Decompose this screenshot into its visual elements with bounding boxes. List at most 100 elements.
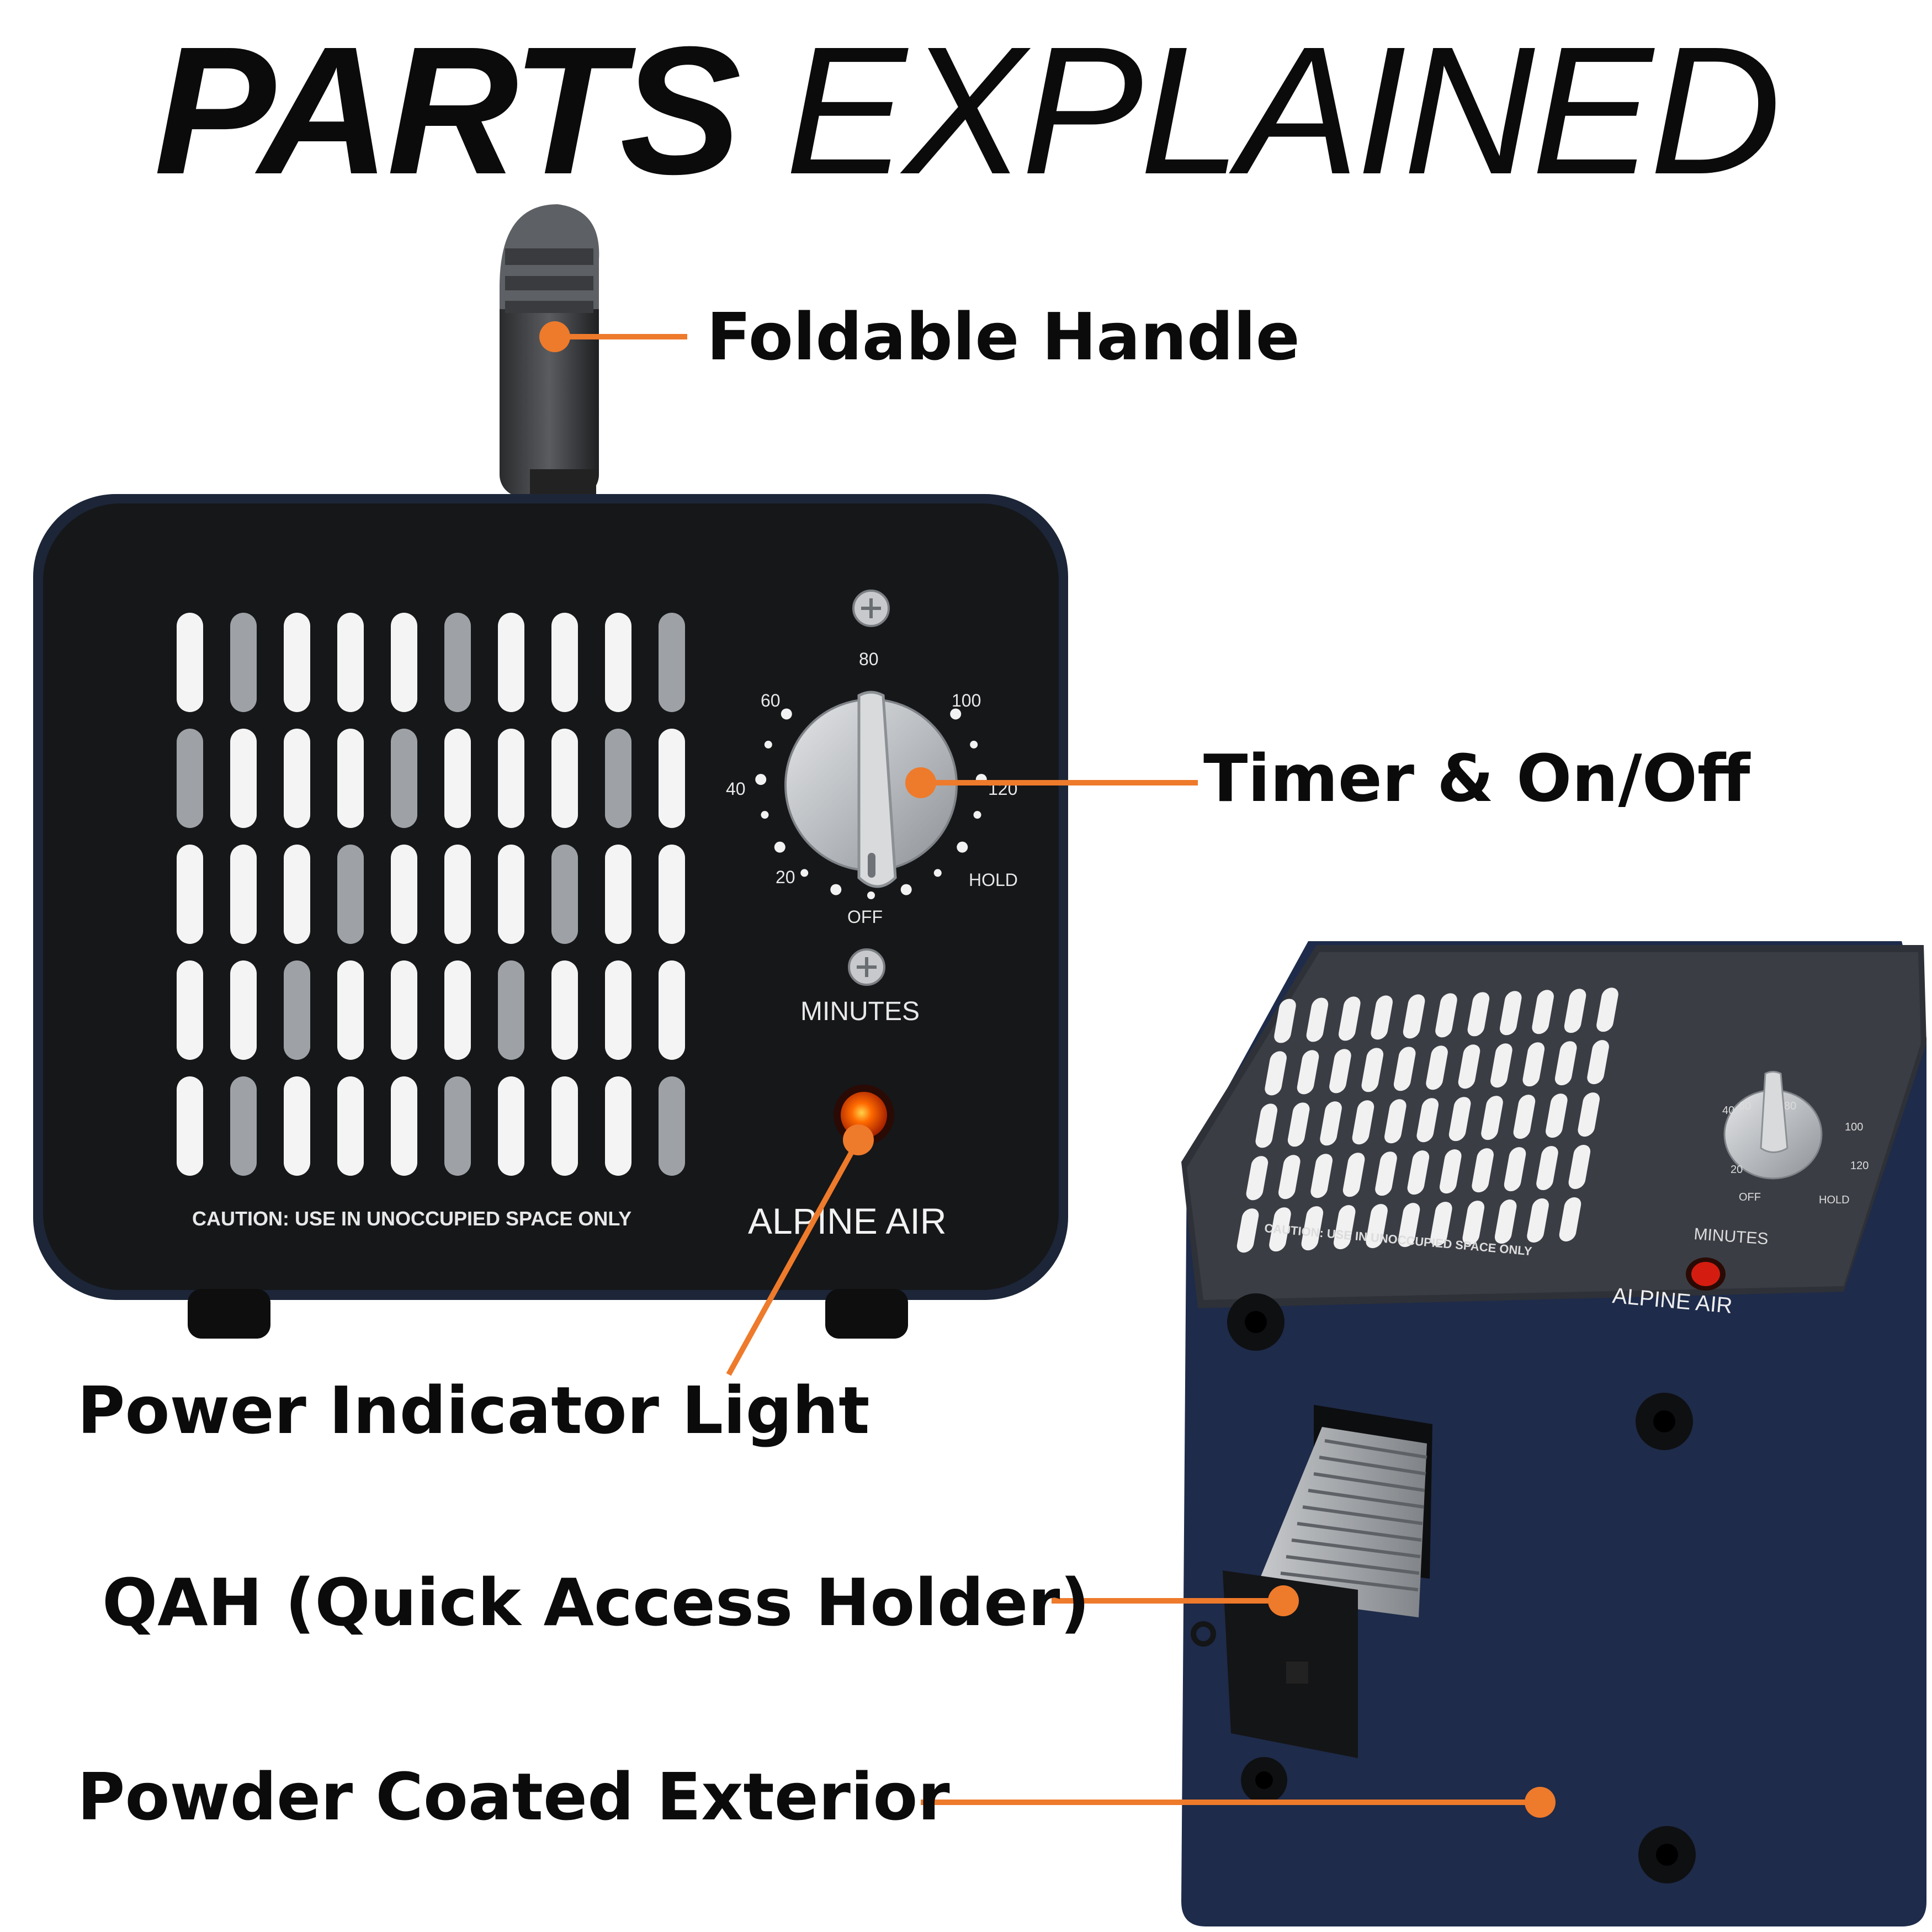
dial-tick-dot [800,869,809,877]
back-grille-slot [1426,1045,1448,1090]
back-grille-slot [1587,1040,1609,1085]
dial-number-100: 100 [952,691,981,710]
minutes-label: MINUTES [800,997,920,1026]
back-grille-slot [1361,1048,1384,1092]
dial-tick-dot [830,884,842,895]
grille-slot [444,613,471,712]
timer-knob-grip [857,691,897,888]
back-grille-slot [1371,995,1393,1040]
back-grille-slot [1403,994,1425,1039]
dial-tick-dot [970,740,978,749]
label-timer-on-off: Timer & On/Off [1203,740,1750,816]
foldable-handle [500,204,599,502]
title-light-word: EXPLAINED [785,8,1781,212]
back-dial-80: 80 [1784,1100,1796,1112]
grille-slot [391,1076,417,1176]
callouts [539,321,1556,1818]
callout-dot-exterior [1525,1787,1556,1818]
back-grille-slot [1462,1201,1485,1245]
quick-access-holder [1191,1405,1432,1758]
grille-slot [177,729,203,828]
back-grille-slot [1329,1049,1351,1094]
back-grille-slot [1448,1097,1471,1142]
page-title: PARTS EXPLAINED [0,11,1932,210]
grille-slot [659,729,685,828]
caution-text: CAUTION: USE IN UNOCCUPIED SPACE ONLY [192,1207,631,1230]
back-grille-slot [1458,1044,1480,1089]
grille-slot [498,729,524,828]
grille-slot [284,729,310,828]
back-grille-slot [1522,1042,1545,1087]
back-foot-1 [1227,1293,1285,1351]
grille-slot [177,613,203,712]
grille-slot [230,729,257,828]
back-grille-slot [1366,1204,1388,1249]
back-grille-slot [1546,1094,1568,1138]
grille-slot [177,1076,203,1176]
back-dial-40: 40 [1722,1105,1734,1117]
grille-slot [284,845,310,944]
grille-slot [230,613,257,712]
callout-dot-handle [539,321,570,352]
dial-number-20: 20 [776,867,795,887]
back-foot-3 [1241,1757,1287,1803]
dial-tick-dot [957,841,968,853]
back-grille-slot [1255,1103,1278,1148]
label-foldable-handle: Foldable Handle [707,299,1300,375]
back-grille-slot [1440,1149,1462,1194]
back-dial-off: OFF [1739,1191,1761,1203]
dial-tick-dot [761,811,769,819]
back-grille-slot [1352,1100,1374,1145]
dial-tick-dot [764,740,772,749]
grille-slot [337,845,364,944]
grille-slot [605,845,631,944]
back-dial-20: 20 [1731,1164,1743,1176]
callout-dot-power [843,1124,874,1155]
screw-bottom [848,948,885,986]
back-grille-slot [1578,1092,1600,1137]
grille-slot [498,960,524,1060]
back-grille-slot [1568,1145,1591,1190]
grille-slot [498,1076,524,1176]
back-grille-slot [1564,989,1586,1033]
title-bold-word: PARTS [153,8,741,212]
front-grille [177,613,685,1176]
back-grille-slot [1393,1047,1416,1091]
back-grille-slot [1265,1051,1287,1096]
dial-tick-dot [755,774,767,785]
back-dial-120: 120 [1850,1160,1869,1172]
dial-tick-dot [950,708,962,720]
back-grille-slot [1246,1156,1268,1201]
dial-tick-dot [867,891,875,899]
grille-slot [284,1076,310,1176]
screw-top [852,590,890,627]
back-dial-hold: HOLD [1819,1194,1850,1206]
back-grille-slot [1297,1050,1319,1095]
callout-dot-timer [905,767,936,798]
back-grille-slot [1333,1205,1356,1250]
back-grille-slot [1559,1197,1581,1241]
brand-logo: ALPINE AIR [748,1201,947,1241]
back-grille-slot [1407,1150,1430,1195]
dial-hold-label: HOLD [969,870,1018,890]
back-grille-slot [1472,1148,1494,1193]
dial-tick-dot [933,869,942,877]
back-grille-slot [1320,1101,1342,1146]
grille-slot [605,613,631,712]
dial-ticks [755,708,987,899]
grille-slot [284,613,310,712]
back-grille-slot [1527,1198,1549,1243]
label-powder-coated-exterior: Powder Coated Exterior [77,1759,950,1835]
grille-slot [444,845,471,944]
grille-slot [551,1076,578,1176]
timer-dial[interactable]: 20 40 60 80 100 120 HOLD OFF [726,649,1018,927]
grille-slot [230,845,257,944]
back-grille-slot [1499,991,1522,1036]
dial-off-label: OFF [847,907,883,927]
back-foot-4 [1638,1826,1696,1883]
back-grille-slot [1301,1206,1324,1251]
back-grille-slot [1504,1147,1526,1192]
grille-slot [230,1076,257,1176]
grille-slot [659,613,685,712]
